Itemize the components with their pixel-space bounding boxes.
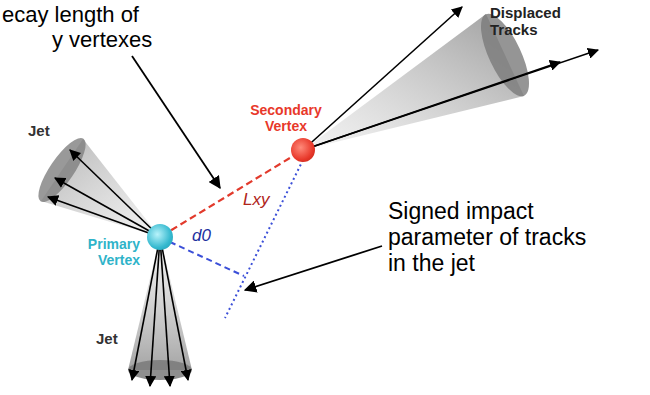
vertex-label: Primary Vertex	[70, 236, 140, 268]
jet-cone	[31, 132, 160, 237]
secondary-vertex: Secondary Vertex	[291, 138, 315, 162]
jet-label: Jet	[28, 122, 50, 139]
decay-length-symbol: Lxy	[241, 190, 271, 210]
callout-text: ecay length of	[2, 2, 139, 27]
callout-text: y vertexes	[52, 27, 152, 52]
track-extrapolation	[225, 160, 303, 318]
impact-parameter-symbol: d0	[192, 226, 211, 246]
vertex-label: Secondary Vertex	[241, 102, 331, 134]
jet-label: Jet	[96, 330, 118, 347]
displaced-jet-cone	[303, 7, 598, 150]
primary-vertex: Primary Vertex	[147, 224, 173, 250]
leader-arrow	[245, 246, 382, 290]
decay-length-line	[171, 156, 293, 230]
leader-arrow	[132, 56, 220, 188]
callout-text: Signed impact parameter of tracks in the…	[388, 198, 600, 276]
impact-parameter-line	[170, 242, 244, 276]
tracks-label: Displaced Tracks	[490, 4, 575, 38]
